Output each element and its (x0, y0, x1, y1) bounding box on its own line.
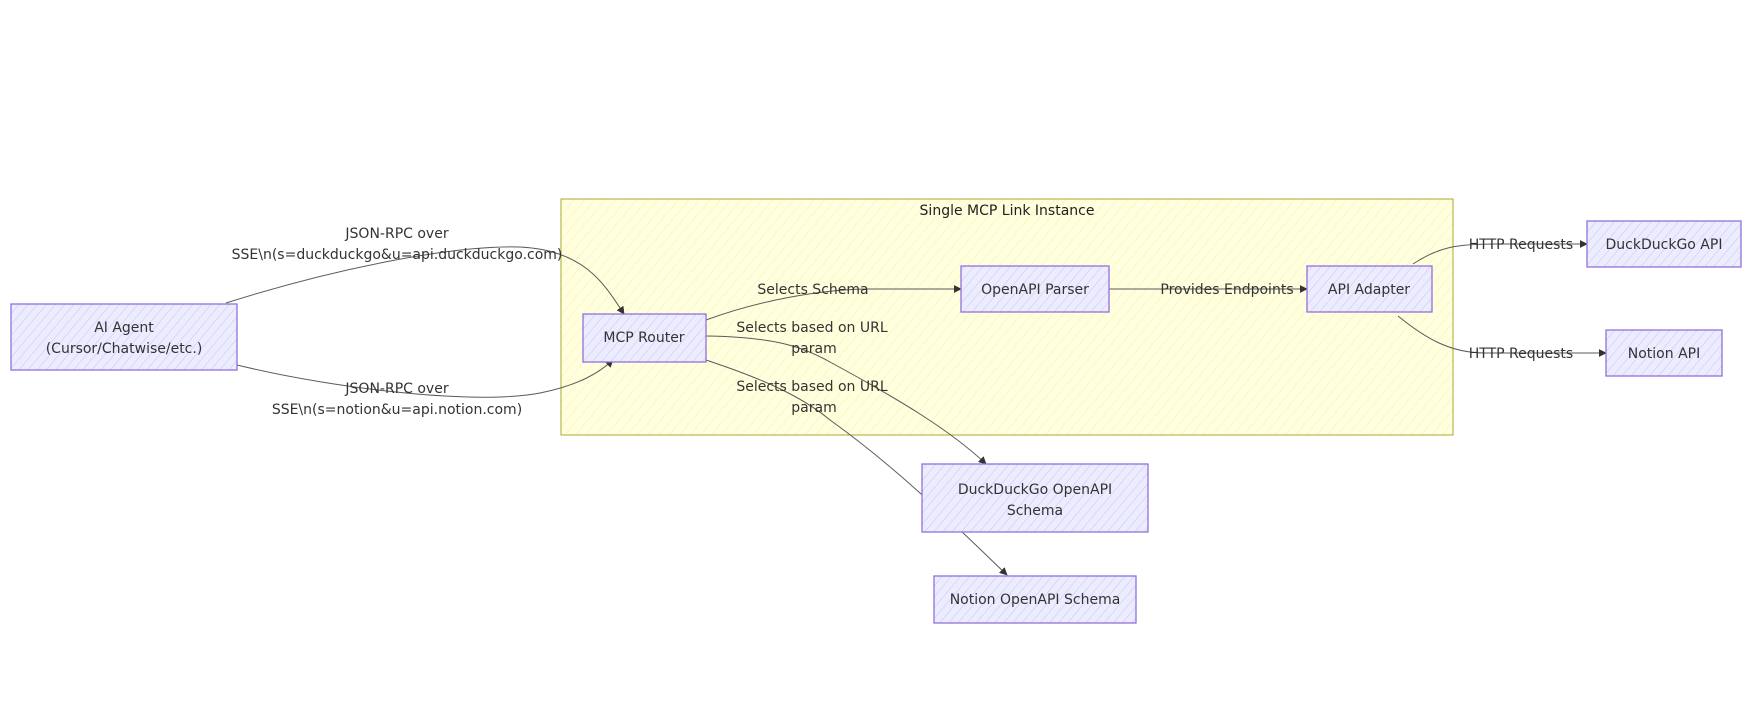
node-duckduckgo-api[interactable]: DuckDuckGo API (1586, 220, 1742, 268)
edge-agent-to-router-notion (236, 359, 614, 398)
edge-labels: JSON-RPC over SSE\n(s=duckduckgo&u=api.d… (232, 226, 1574, 418)
node-duckduckgo-schema-label-line2: Schema (1007, 503, 1063, 519)
edge-label-line1: JSON-RPC over (344, 226, 448, 242)
node-openapi-parser-label: OpenAPI Parser (981, 282, 1089, 298)
edge-label-line2: SSE\n(s=duckduckgo&u=api.duckduckgo.com) (232, 247, 563, 263)
edge-label-parser-to-adapter: Provides Endpoints (1160, 282, 1293, 298)
node-ai-agent[interactable]: AI Agent (Cursor/Chatwise/etc.) (10, 303, 238, 371)
node-notion-api-label: Notion API (1628, 346, 1700, 362)
node-notion-schema-label: Notion OpenAPI Schema (950, 592, 1121, 608)
nodes: AI Agent (Cursor/Chatwise/etc.) MCP Rout… (10, 220, 1742, 624)
edge-label-text: HTTP Requests (1469, 237, 1573, 253)
edge-label-line2: param (791, 341, 836, 357)
edge-adapter-to-duckduckgo-api (1412, 240, 1588, 265)
edge-agent-to-router-duckduckgo (225, 246, 625, 315)
node-mcp-router-label: MCP Router (603, 330, 684, 346)
node-mcp-router[interactable]: MCP Router (582, 313, 707, 363)
node-api-adapter[interactable]: API Adapter (1306, 265, 1433, 313)
edge-label-line1: Selects based on URL (736, 320, 888, 336)
edge-label-adapter-to-notion-api: HTTP Requests (1469, 346, 1573, 362)
node-api-adapter-label: API Adapter (1328, 282, 1410, 298)
cluster-single-mcp-link-instance: Single MCP Link Instance (560, 198, 1454, 436)
node-openapi-parser[interactable]: OpenAPI Parser (960, 265, 1110, 313)
node-notion-api[interactable]: Notion API (1605, 329, 1723, 377)
node-ai-agent-label-line2: (Cursor/Chatwise/etc.) (46, 341, 203, 357)
edge-label-agent-to-router-notion: JSON-RPC over SSE\n(s=notion&u=api.notio… (272, 381, 522, 418)
edge-label-adapter-to-duckduckgo-api: HTTP Requests (1469, 237, 1573, 253)
node-ai-agent-label-line1: AI Agent (94, 320, 154, 336)
cluster-title: Single MCP Link Instance (920, 203, 1095, 219)
edge-label-text: HTTP Requests (1469, 346, 1573, 362)
edge-label-router-to-notion-schema: Selects based on URL param (736, 379, 888, 416)
node-duckduckgo-openapi-schema[interactable]: DuckDuckGo OpenAPI Schema (921, 463, 1149, 533)
node-notion-openapi-schema[interactable]: Notion OpenAPI Schema (933, 575, 1137, 624)
node-duckduckgo-api-label: DuckDuckGo API (1606, 237, 1723, 253)
edge-router-to-duckduckgo-schema (705, 335, 987, 465)
edge-label-router-to-duckduckgo-schema: Selects based on URL param (736, 320, 888, 357)
edge-label-line2: SSE\n(s=notion&u=api.notion.com) (272, 402, 522, 418)
edge-router-to-parser (705, 285, 962, 321)
edge-adapter-to-notion-api (1397, 315, 1607, 357)
edge-label-router-to-parser: Selects Schema (757, 282, 868, 298)
node-duckduckgo-schema-label-line1: DuckDuckGo OpenAPI (958, 482, 1112, 498)
edge-label-line1: JSON-RPC over (344, 381, 448, 397)
edge-label-agent-to-router-duckduckgo: JSON-RPC over SSE\n(s=duckduckgo&u=api.d… (232, 226, 563, 263)
edge-label-text: Selects Schema (757, 282, 868, 298)
edge-label-line1: Selects based on URL (736, 379, 888, 395)
edge-label-line2: param (791, 400, 836, 416)
edge-router-to-notion-schema (705, 359, 1008, 576)
edge-label-text: Provides Endpoints (1160, 282, 1293, 298)
edges (225, 240, 1607, 576)
